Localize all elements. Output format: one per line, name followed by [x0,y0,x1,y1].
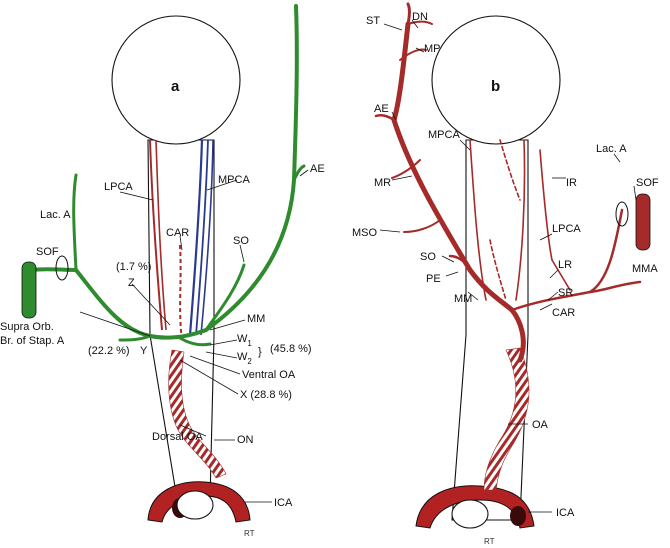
label-oa: OA [532,419,549,431]
label-ica-a: ICA [274,497,293,509]
label-brace: } [258,346,262,358]
label-dn: DN [412,11,428,23]
panel-letter-a: a [171,78,180,95]
label-w1: W1 [237,333,252,348]
eyeball-a [111,15,241,145]
label-sof-a: SOF [36,246,59,258]
label-z: Z [128,277,135,289]
panel-a: a Lac. A LPCA MPCA AE CAR SO SOF (1.7 %)… [0,4,325,538]
ica-b [415,485,535,529]
label-st: ST [366,15,380,27]
label-ae-b: AE [374,103,389,115]
ophthalmic-artery-b [483,347,530,491]
signature-a: RT [244,529,255,538]
label-ae-a: AE [310,163,325,175]
label-x-pct: X (28.8 %) [240,389,292,401]
label-mp: MP [424,43,441,55]
label-lpca-b: LPCA [552,223,581,235]
label-car-b: CAR [552,307,575,319]
panel-b: b ST DN MP AE MPCA Lac. A MR IR SOF MSO … [352,2,659,546]
car-vessel-a [179,244,183,341]
label-on: ON [237,434,254,446]
label-mpca-a: MPCA [218,174,250,186]
label-sof-b: SOF [636,177,659,189]
mma-vessel-b [635,193,651,251]
label-lr: LR [558,259,572,271]
label-mma: MMA [632,263,658,275]
label-ir: IR [566,177,577,189]
label-ventral-oa: Ventral OA [242,369,296,381]
ica-lumen-b [510,506,526,526]
red-vessels-b [374,2,642,363]
leaders-b [379,19,637,513]
label-w2: W2 [237,351,252,366]
panel-letter-b: b [491,78,500,95]
label-mso: MSO [352,227,378,239]
label-pct-1-7: (1.7 %) [116,261,151,273]
label-so-a: SO [233,235,249,247]
label-lpca-a: LPCA [104,181,133,193]
sof-ring-a [55,255,69,281]
label-lac-a: Lac. A [40,209,71,221]
label-ica-b: ICA [556,507,575,519]
label-supra-orb-2: Br. of Stap. A [0,335,65,347]
label-mr: MR [374,177,391,189]
ophthalmic-artery-a [168,349,227,479]
eyeball-b [431,15,561,145]
optic-nerve-end-b [451,499,489,529]
leaders-a [79,169,309,503]
label-car-a: CAR [166,227,189,239]
label-mm-b: MM [454,293,472,305]
sof-vessel-a [21,261,37,319]
lpca-vessel-a [149,139,163,331]
label-pct-45-8: (45.8 %) [270,343,312,355]
mpca-vessel-a-3 [200,139,214,336]
label-y: Y [140,345,148,357]
mpca-vessel-a-2 [195,139,209,336]
label-pe: PE [426,273,441,285]
signature-b: RT [484,537,495,546]
label-so-b: SO [420,251,436,263]
label-mm-a: MM [247,313,265,325]
label-supra-orb-1: Supra Orb. [0,321,54,333]
label-lac-a-b: Lac. A [596,143,627,155]
label-sr: SR [558,287,573,299]
label-mpca-b: MPCA [428,129,460,141]
label-dorsal-oa: Dorsal OA [152,431,203,443]
lpca-vessel-a-2 [155,139,167,331]
sof-ring-b [615,201,629,227]
mpca-vessel-a [188,139,204,336]
label-pct-22-2: (22.2 %) [88,345,130,357]
optic-nerve-end-a [176,490,214,520]
